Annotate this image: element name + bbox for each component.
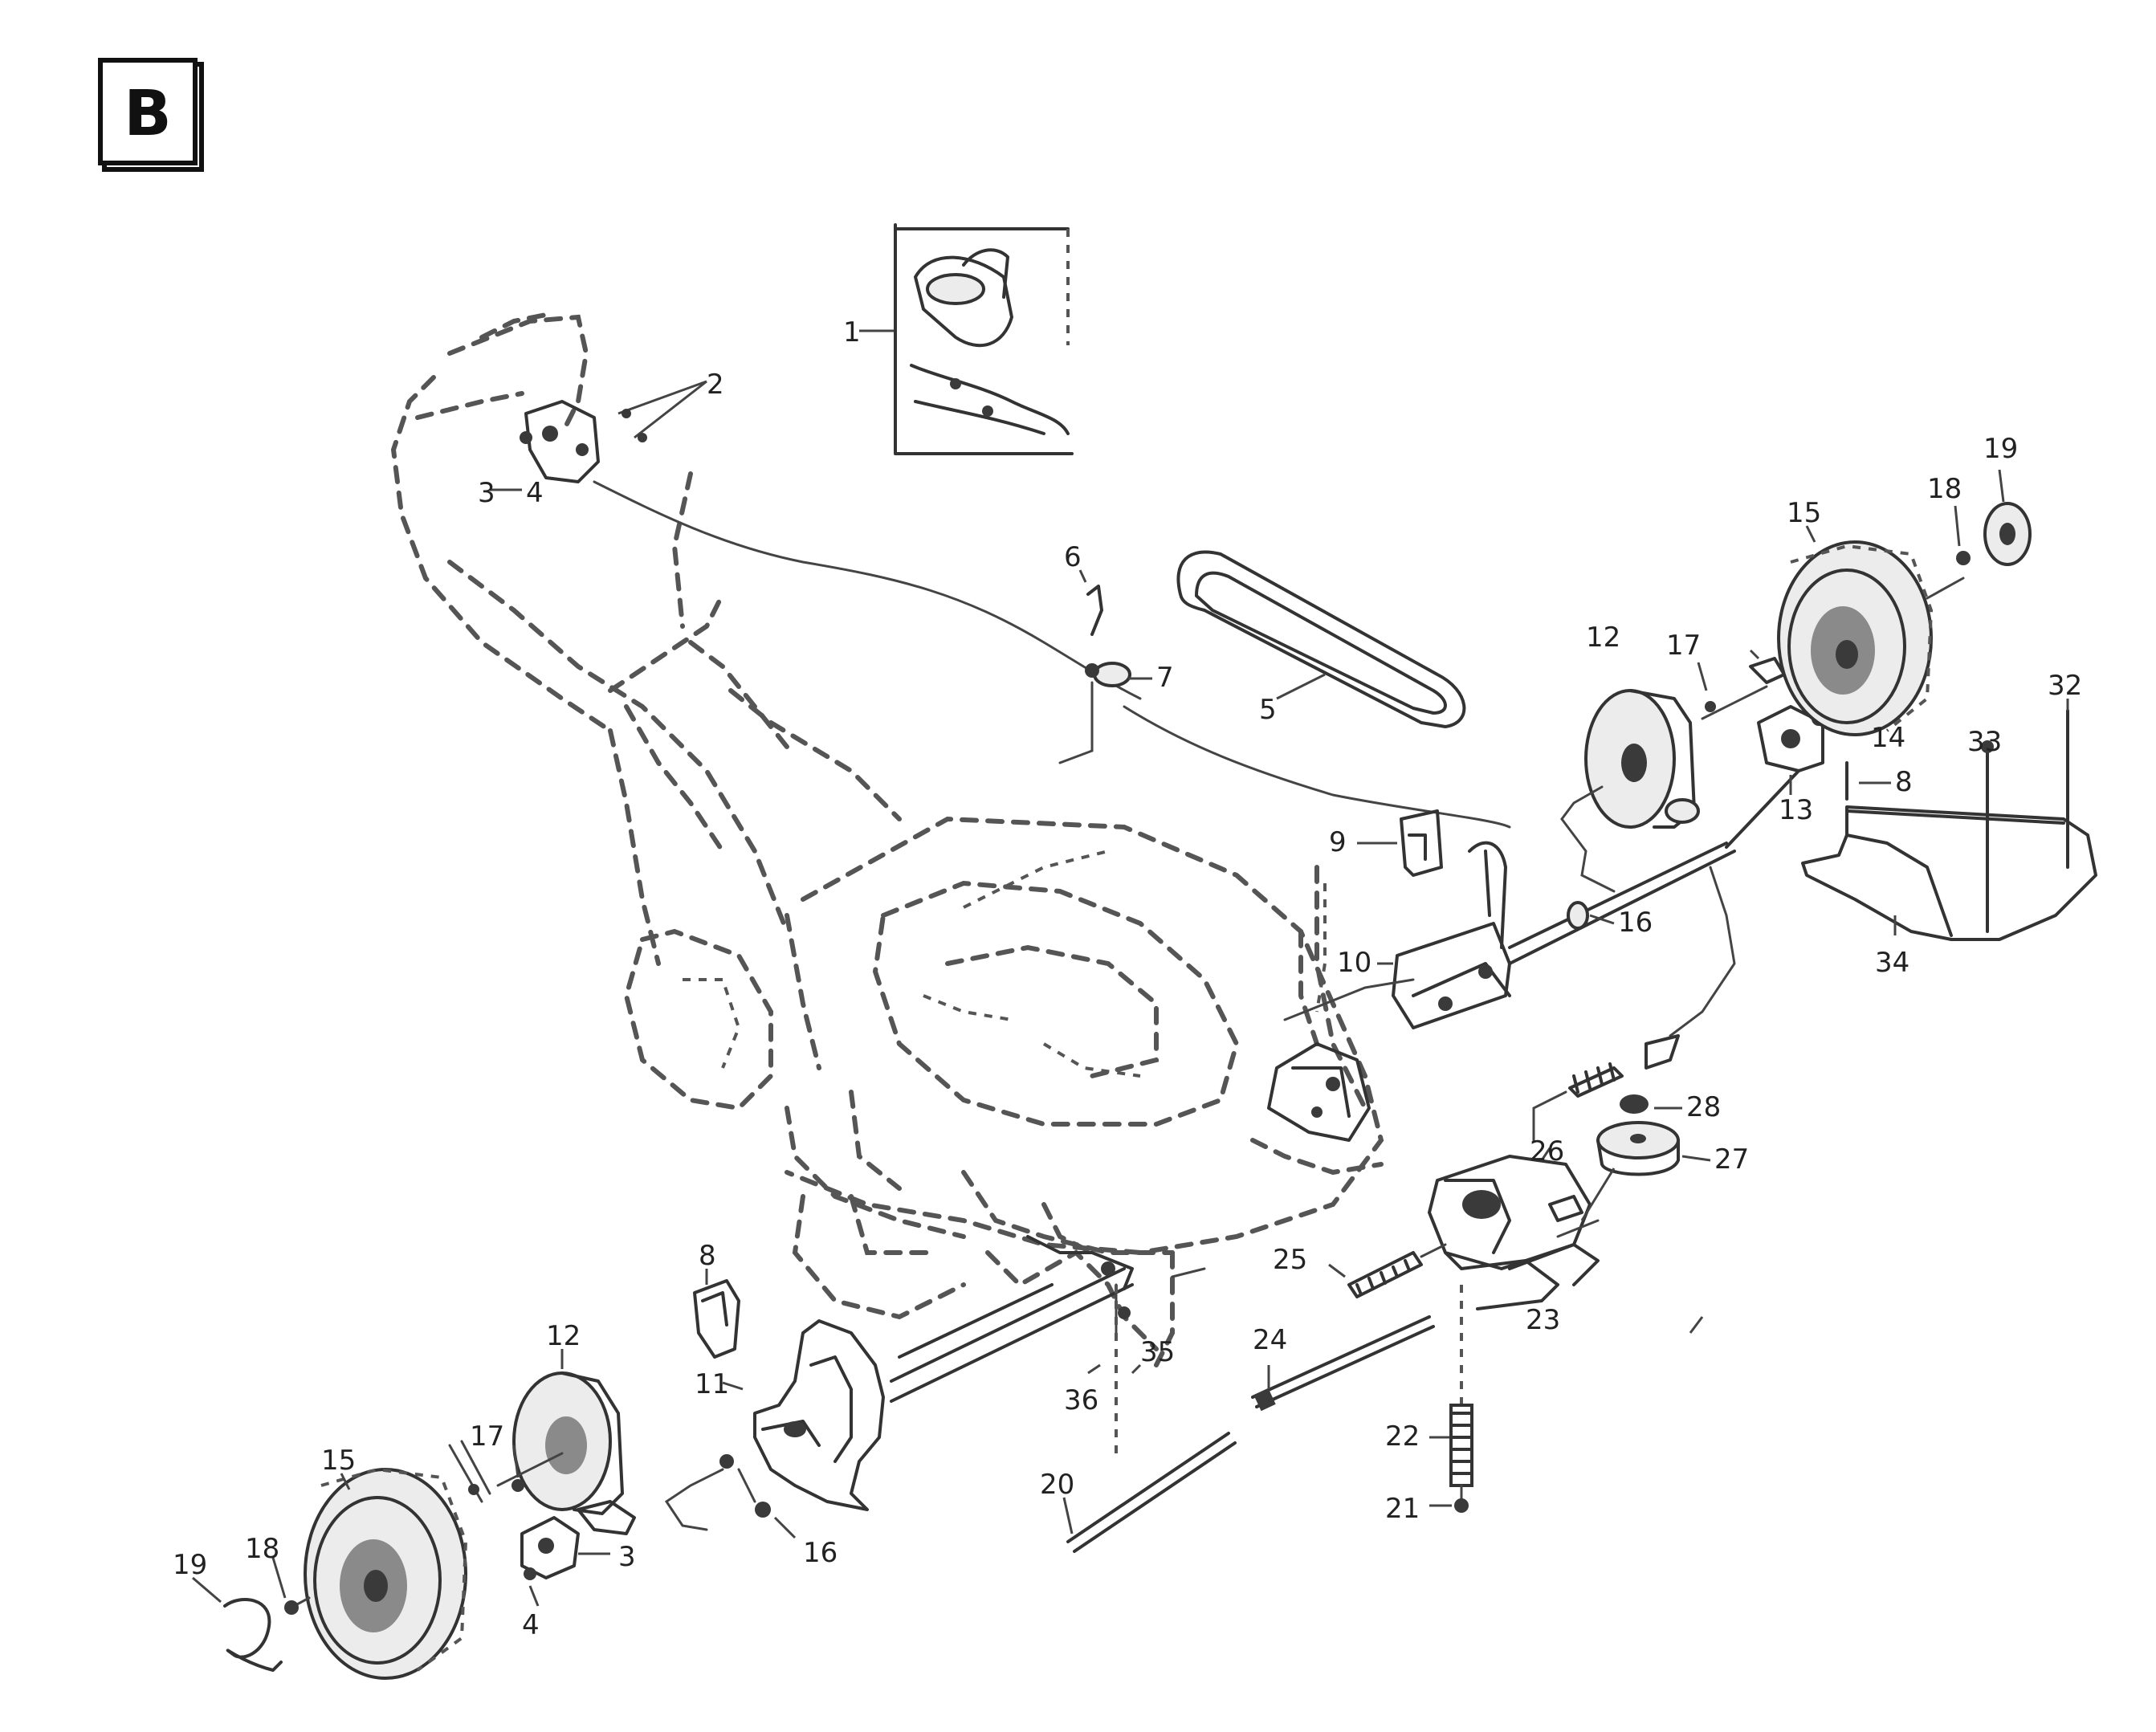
label-15-right: 15 <box>1787 497 1821 529</box>
label-25: 25 <box>1273 1244 1307 1276</box>
throttle-cable <box>593 480 1142 700</box>
label-9: 9 <box>1329 826 1347 858</box>
handle-bracket <box>490 380 707 491</box>
label-26: 26 <box>1530 1135 1564 1168</box>
label-5: 5 <box>1259 694 1277 726</box>
label-3: 3 <box>618 1541 636 1573</box>
label-35: 35 <box>1140 1336 1175 1368</box>
right-axle <box>1508 769 1800 965</box>
handle-outline <box>390 311 902 966</box>
label-19-right: 19 <box>1983 433 2018 465</box>
right-wheel <box>1777 469 2032 736</box>
part-labels: 1 2 3 4 5 6 7 8 8 9 10 11 12 12 13 14 15… <box>173 316 2082 1641</box>
label-16-bottom: 16 <box>803 1537 838 1569</box>
label-4: 4 <box>522 1609 540 1641</box>
label-7: 7 <box>1156 662 1174 694</box>
label-28: 28 <box>1686 1091 1721 1123</box>
label-18-right: 18 <box>1927 473 1962 505</box>
label-19-left: 19 <box>173 1549 207 1581</box>
height-adjuster <box>664 1269 885 1539</box>
rear-wheel-dashed <box>623 928 773 1111</box>
section-badge: B <box>98 58 204 172</box>
label-14: 14 <box>1871 722 1905 754</box>
rear-flap <box>1801 699 2097 941</box>
label-6: 6 <box>1064 541 1082 573</box>
label-12-left: 12 <box>546 1320 581 1352</box>
label-32: 32 <box>2048 670 2082 702</box>
label-8: 8 <box>699 1240 716 1272</box>
label-10: 10 <box>1337 947 1371 979</box>
label-20: 20 <box>1040 1469 1074 1501</box>
cable-clip <box>1058 585 1152 764</box>
label-15-left: 15 <box>321 1445 356 1477</box>
label-36: 36 <box>1064 1384 1098 1416</box>
control-lever-inset <box>859 223 1074 455</box>
label-1: 1 <box>843 316 861 348</box>
label-33: 33 <box>1967 726 2002 758</box>
label-8-right: 8 <box>1895 766 1913 798</box>
drive-bracket <box>1267 809 1511 1142</box>
left-axle <box>890 1235 1206 1461</box>
left-wheel <box>192 1467 468 1680</box>
leader-lines <box>1078 569 1704 1375</box>
left-drive-parts <box>448 1440 610 1607</box>
section-letter: B <box>124 78 171 150</box>
label-4-handle: 4 <box>526 477 544 509</box>
label-2: 2 <box>707 369 724 401</box>
label-22: 22 <box>1385 1420 1420 1453</box>
drive-cable <box>1123 705 1511 829</box>
label-34: 34 <box>1875 947 1909 979</box>
label-13: 13 <box>1779 794 1813 826</box>
label-27: 27 <box>1714 1143 1749 1176</box>
springs-rods <box>1062 1243 1473 1553</box>
label-12-right: 12 <box>1586 621 1620 654</box>
mower-deck <box>785 816 1384 1256</box>
drive-transmission <box>1428 866 1736 1310</box>
label-17-right: 17 <box>1666 630 1701 662</box>
left-gear-housing <box>512 1349 636 1535</box>
label-17-left: 17 <box>470 1420 504 1453</box>
deck-skirt <box>792 1194 1175 1367</box>
label-23: 23 <box>1526 1304 1560 1336</box>
label-16-mid: 16 <box>1618 907 1653 939</box>
v-belt <box>1176 550 1466 728</box>
label-3-left: 3 <box>478 477 495 509</box>
label-11: 11 <box>695 1368 729 1400</box>
label-24: 24 <box>1253 1324 1287 1356</box>
label-21: 21 <box>1385 1493 1420 1525</box>
right-gear-housing <box>1560 689 1700 893</box>
label-18-left: 18 <box>245 1533 279 1565</box>
